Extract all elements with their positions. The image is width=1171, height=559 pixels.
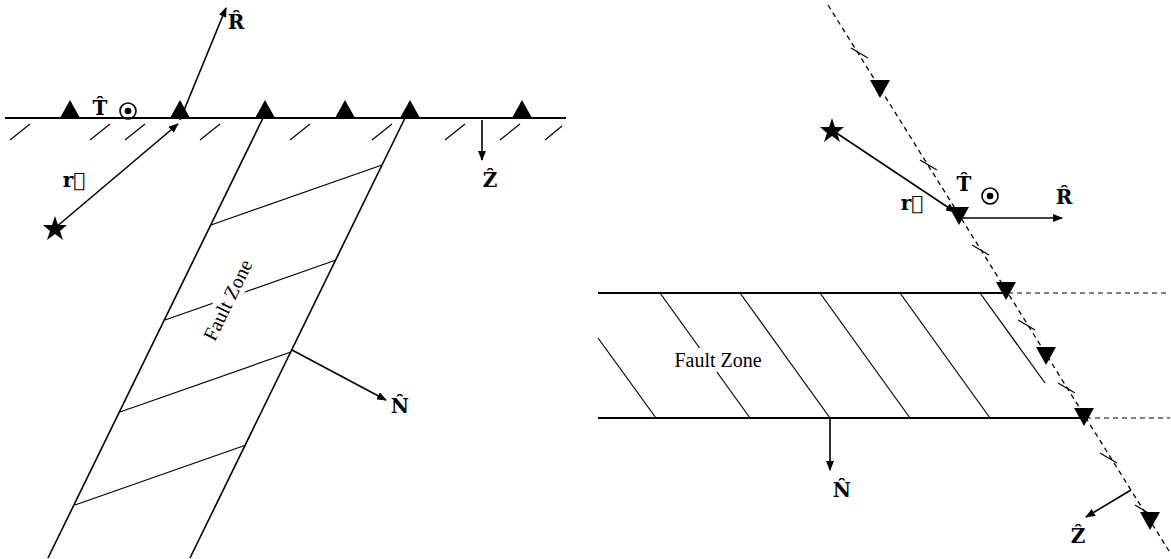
vector-label: N̂ [833, 478, 851, 502]
vector-label: R̂ [1056, 185, 1073, 209]
fault-zone-band: Fault Zone [197, 253, 259, 347]
zone-label: Fault Zone [674, 349, 761, 371]
fault-zone-band: Fault Zone [671, 348, 764, 372]
zone-label: Fault Zone [199, 256, 257, 344]
vector-label: Ẑ [1071, 524, 1086, 548]
vector-label: r⃗ [901, 191, 924, 215]
vector-label: T̂ [93, 96, 108, 120]
vector-label: T̂ [957, 172, 972, 196]
vector-label: N̂ [391, 394, 409, 418]
vector-label: Ẑ [483, 168, 498, 192]
vector-label: R̂ [228, 10, 245, 34]
vector-label: r⃗ [63, 168, 86, 192]
